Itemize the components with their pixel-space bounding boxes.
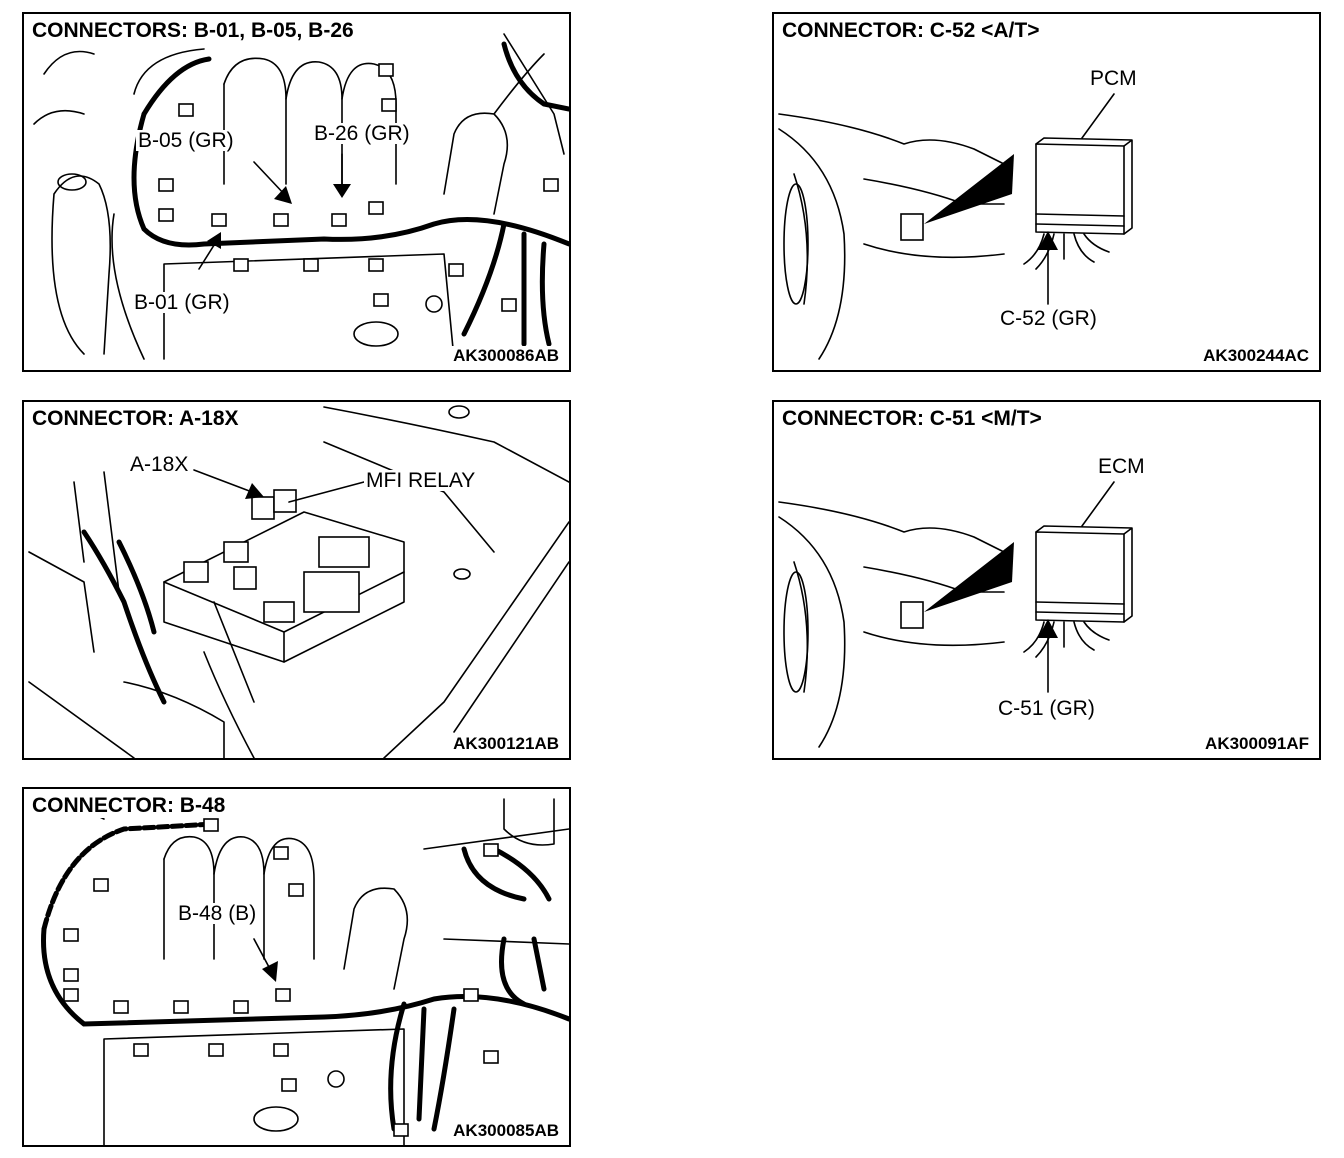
figure-code: AK300244AC <box>1199 346 1309 366</box>
panel-title: CONNECTOR: C-51 <M/T> <box>782 407 1048 431</box>
callout-a18x: A-18X <box>128 453 191 476</box>
callout-b48: B-48 (B) <box>176 902 259 925</box>
callout-mfi-relay: MFI RELAY <box>364 469 478 492</box>
diagram-panel-b48: CONNECTOR: B-48 B-48 (B) AK300085AB <box>22 787 571 1147</box>
panel-title: CONNECTOR: B-48 <box>32 794 232 818</box>
panel-title: CONNECTOR: A-18X <box>32 407 245 431</box>
engine-harness-illustration <box>33 33 569 360</box>
callout-ecm: ECM <box>1096 455 1147 478</box>
relay-box-illustration <box>28 405 569 758</box>
panel-title: CONNECTOR: C-52 <A/T> <box>782 19 1046 43</box>
diagram-panel-a18x: CONNECTOR: A-18X A-18X MFI RELAY AK30012… <box>22 400 571 760</box>
callout-pcm: PCM <box>1088 67 1139 90</box>
callout-b26: B-26 (GR) <box>312 122 412 145</box>
pcm-dash-illustration <box>778 93 1133 360</box>
figure-code: AK300086AB <box>449 346 559 366</box>
callout-b05: B-05 (GR) <box>136 129 236 152</box>
figure-code: AK300091AF <box>1201 734 1309 754</box>
figure-code: AK300121AB <box>449 734 559 754</box>
figure-code: AK300085AB <box>449 1121 559 1141</box>
engine-harness-illustration <box>41 798 569 1145</box>
callout-c51: C-51 (GR) <box>996 697 1097 720</box>
ecm-dash-illustration <box>778 481 1133 748</box>
diagram-panel-b01-b05-b26: CONNECTORS: B-01, B-05, B-26 B-05 (GR) B… <box>22 12 571 372</box>
callout-b01: B-01 (GR) <box>132 291 232 314</box>
diagram-panel-c52: CONNECTOR: C-52 <A/T> PCM C-52 (GR) AK30… <box>772 12 1321 372</box>
callout-c52: C-52 (GR) <box>998 307 1099 330</box>
diagram-panel-c51: CONNECTOR: C-51 <M/T> ECM C-51 (GR) AK30… <box>772 400 1321 760</box>
panel-title: CONNECTORS: B-01, B-05, B-26 <box>32 19 360 43</box>
